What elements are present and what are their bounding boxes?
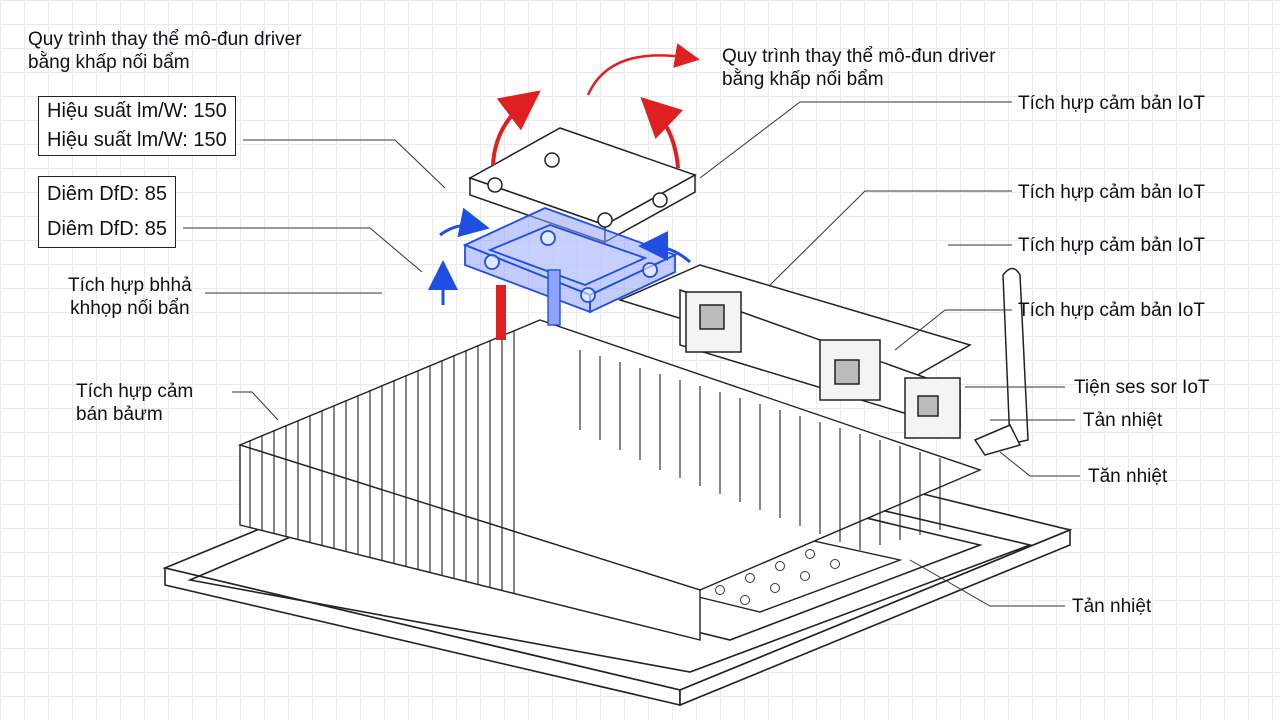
callout-left-low: Tích hựp cảm bán bảưm	[76, 380, 193, 426]
blue-arrow-curve-left	[439, 207, 490, 238]
callout-top-right-line-1: Quy trình thay thể mô-đun driver	[722, 46, 996, 67]
cri-line-2: Diêm DfD: 85	[47, 218, 168, 240]
callout-top-right-line-2: bằng khấp nối bẩm	[722, 69, 884, 90]
callout-left-mid-line-1: Tích hựp bhhả	[68, 275, 192, 296]
efficiency-line-1: Hiệu suất lm/W: 150	[47, 100, 227, 122]
heatsink-block	[237, 319, 982, 641]
red-arrow-right	[640, 96, 684, 169]
callout-top-right: Quy trình thay thể mô-đun driver bằng kh…	[722, 45, 996, 91]
callout-left-low-line-2: bán bảưm	[76, 404, 163, 425]
callout-right-2: Tích hựp cảm bản IoT	[1018, 182, 1205, 203]
callout-right-4: Tích hựp cảm bản IoT	[1018, 300, 1205, 321]
red-connector-post	[496, 285, 506, 340]
callout-right-5: Tiện ses sor IoT	[1074, 377, 1210, 398]
iot-antenna	[973, 267, 1029, 456]
callout-right-1: Tích hựp cảm bản IoT	[1018, 93, 1205, 114]
efficiency-line-2: Hiệu suất lm/W: 150	[47, 129, 227, 151]
callout-right-7: Tăn nhiệt	[1088, 466, 1168, 487]
efficiency-box: Hiệu suất lm/W: 150 Hiệu suất lm/W: 150	[38, 96, 236, 156]
callout-right-8: Tản nhiệt	[1072, 596, 1152, 617]
blue-arrow-curve-right	[638, 231, 691, 264]
callout-left-low-line-1: Tích hựp cảm	[76, 381, 194, 402]
callout-right-6: Tản nhiệt	[1083, 410, 1163, 431]
title-line-1: Quy trình thay thể mô-đun driver	[28, 29, 302, 50]
red-arrow-top	[586, 43, 700, 96]
callout-left-mid: Tích hựp bhhả khhọp nối bẩn	[68, 274, 192, 320]
diagram-title: Quy trình thay thể mô-đun driver bằng kh…	[28, 28, 302, 74]
red-arrow-left	[491, 90, 541, 166]
cri-box: Diêm DfD: 85 Diêm DfD: 85	[38, 176, 177, 248]
driver-housing	[617, 264, 972, 439]
callout-left-mid-line-2: khhọp nối bẩn	[70, 298, 190, 319]
title-line-2: bằng khấp nối bẩm	[28, 52, 190, 73]
cri-line-1: Diêm DfD: 85	[47, 183, 168, 205]
heatsink-fins	[249, 330, 941, 594]
leader-lines	[183, 101, 1080, 607]
callout-right-3: Tích hựp cảm bản IoT	[1018, 235, 1205, 256]
blue-connector-post	[547, 269, 561, 326]
